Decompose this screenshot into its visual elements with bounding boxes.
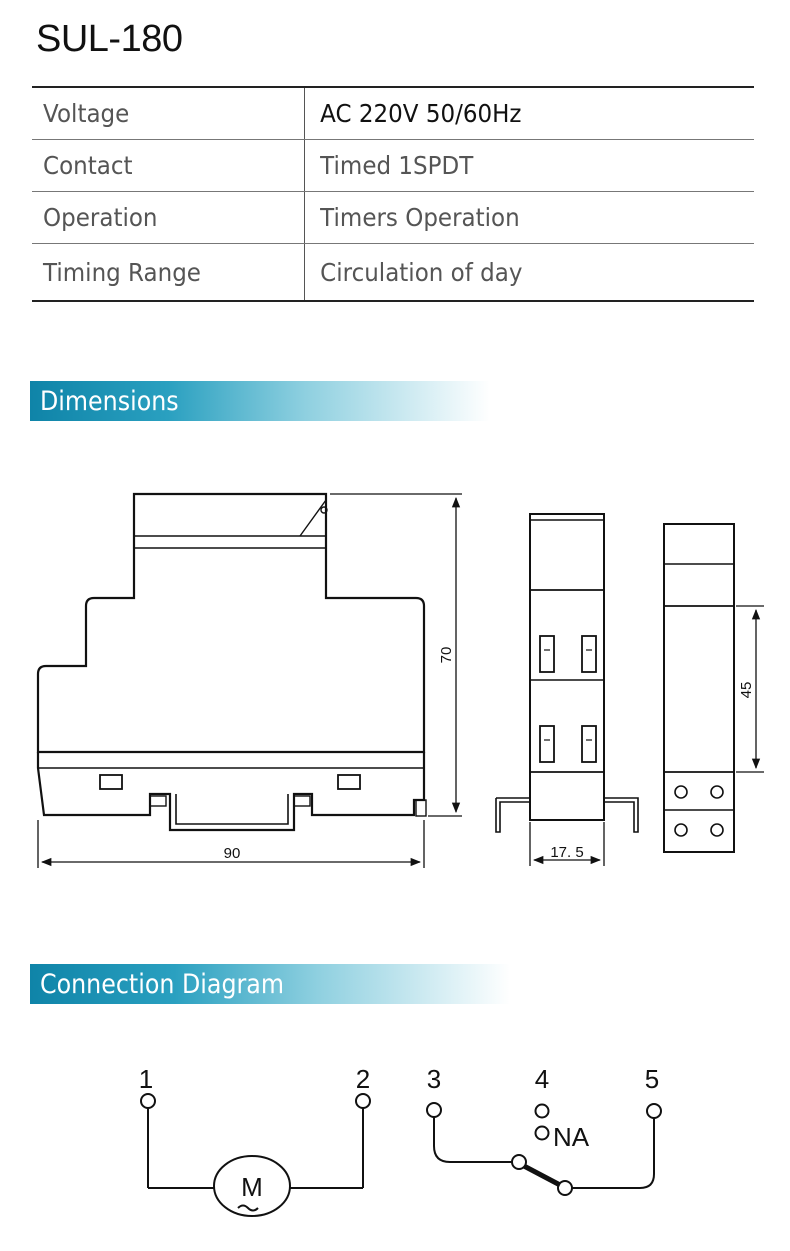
spec-label: Voltage — [32, 86, 284, 140]
dimensions-title: Dimensions — [40, 386, 179, 417]
spec-value: Timed 1SPDT — [304, 139, 719, 192]
top-view — [663, 523, 735, 853]
motor-symbol — [213, 1155, 291, 1217]
spec-label: Timing Range — [32, 243, 284, 302]
terminal-1: 1 — [139, 1064, 153, 1094]
connection-header: Connection Diagram — [30, 964, 510, 1004]
depth-label: 17. 5 — [550, 844, 583, 861]
page-title: SUL-180 — [36, 18, 183, 60]
dimensions-header: Dimensions — [30, 381, 490, 421]
table-row: Voltage AC 220V 50/60Hz — [32, 86, 754, 140]
motor-label: M — [241, 1172, 263, 1202]
na-label: NA — [553, 1122, 590, 1152]
spec-label: Contact — [32, 139, 284, 192]
width-label: 90 — [224, 845, 241, 862]
spec-value: Circulation of day — [304, 243, 719, 302]
table-row: Timing Range Circulation of day — [32, 243, 754, 302]
side-view — [495, 513, 639, 833]
window-dimension — [736, 605, 764, 773]
terminal-2: 2 — [356, 1064, 370, 1094]
terminal-3: 3 — [427, 1064, 441, 1094]
terminal-5: 5 — [645, 1064, 659, 1094]
spec-value: Timers Operation — [304, 191, 719, 244]
connection-title: Connection Diagram — [40, 969, 285, 1000]
height-label: 70 — [438, 647, 455, 664]
connection-diagram: M 1 2 3 4 5 NA — [139, 1064, 662, 1217]
width-dimension — [37, 820, 425, 868]
front-view — [36, 492, 427, 832]
terminal-4: 4 — [535, 1064, 549, 1094]
depth-dimension — [529, 822, 605, 866]
spec-value: AC 220V 50/60Hz — [304, 86, 719, 140]
height-dimension — [330, 493, 462, 817]
spec-table: Voltage AC 220V 50/60Hz Contact Timed 1S… — [32, 86, 754, 302]
table-row: Operation Timers Operation — [32, 191, 754, 244]
window-label: 45 — [738, 682, 755, 699]
spec-label: Operation — [32, 191, 284, 244]
dimensions-drawing: 70 90 17. 5 — [36, 492, 764, 868]
table-row: Contact Timed 1SPDT — [32, 139, 754, 192]
